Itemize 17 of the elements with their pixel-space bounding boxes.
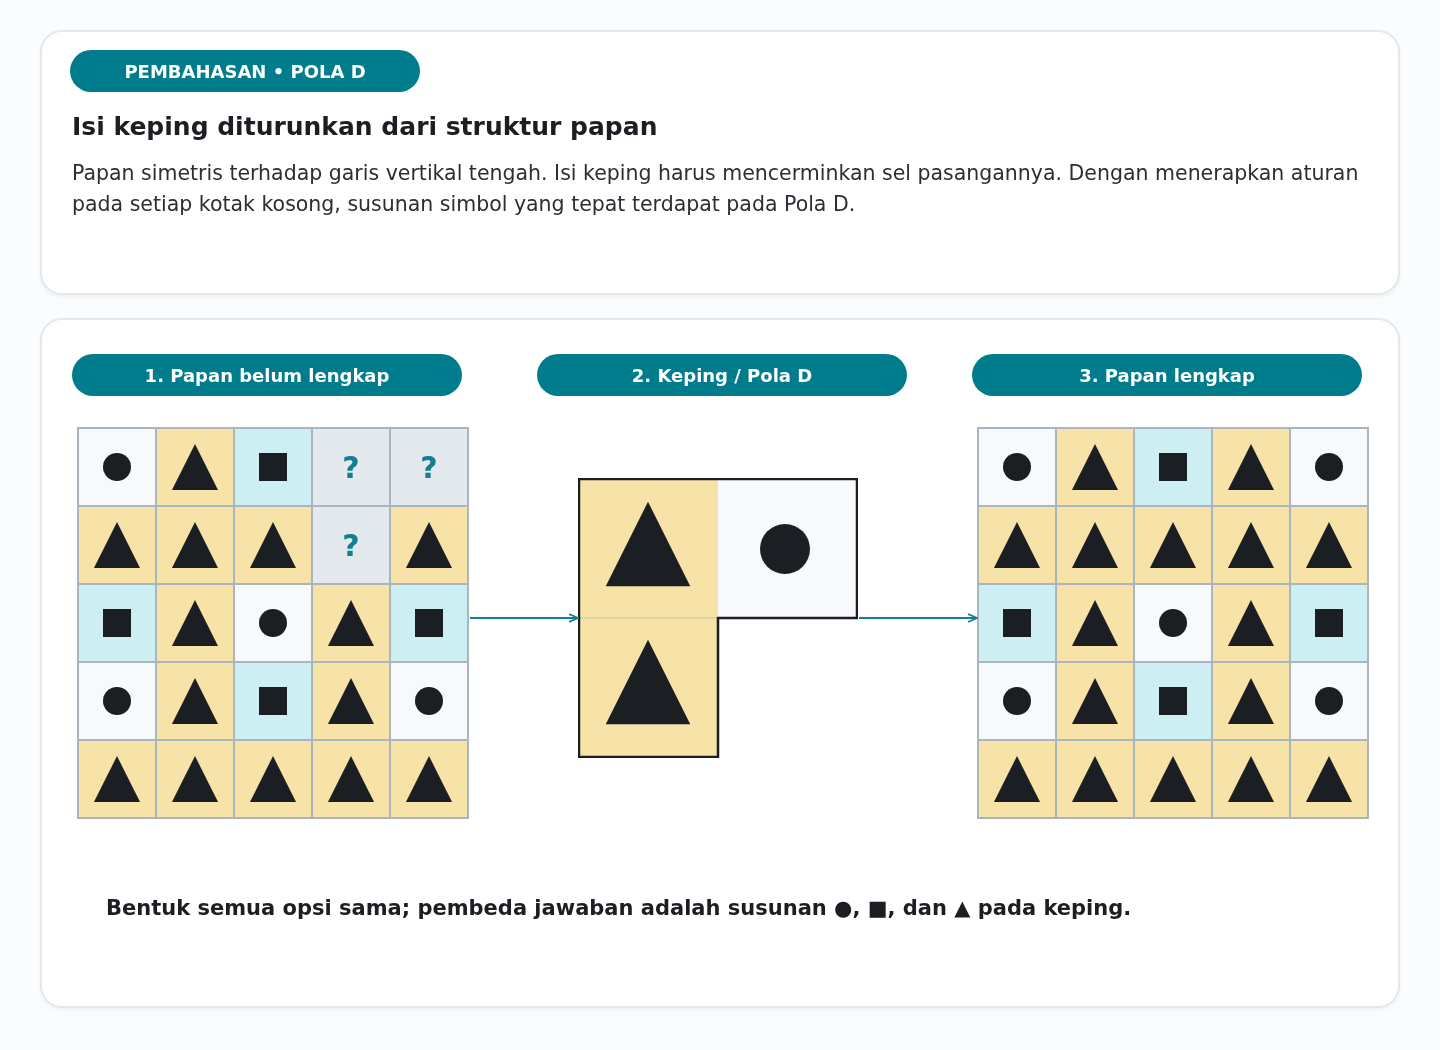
diagram-card — [40, 318, 1400, 1008]
question-mark: ? — [342, 449, 360, 485]
puzzle-board — [77, 427, 469, 819]
heading: Isi keping diturunkan dari struktur papan — [72, 112, 658, 141]
question-mark: ? — [342, 527, 360, 563]
step-header: 1. Papan belum lengkap — [72, 354, 462, 396]
puzzle-piece — [578, 478, 858, 758]
arrow — [469, 613, 579, 623]
puzzle-board — [977, 427, 1369, 819]
step-header: 2. Keping / Pola D — [537, 354, 907, 396]
question-mark: ? — [420, 449, 438, 485]
info-card — [40, 30, 1400, 295]
footnote: Bentuk semua opsi sama; pembeda jawaban adalah susunan ●, ■, dan ▲ pada keping. — [106, 896, 1132, 920]
step-header: 3. Papan lengkap — [972, 354, 1362, 396]
section-badge: PEMBAHASAN • POLA D — [70, 50, 420, 92]
arrow — [858, 613, 978, 623]
body-text: Papan simetris terhadap garis vertikal tengah. Isi keping harus mencerminkan sel pasangannya. Dengan menerapkan aturan pada setiap kotak kosong, susunan simbol yang tepat terdapat pada Pola D. — [72, 160, 1360, 218]
